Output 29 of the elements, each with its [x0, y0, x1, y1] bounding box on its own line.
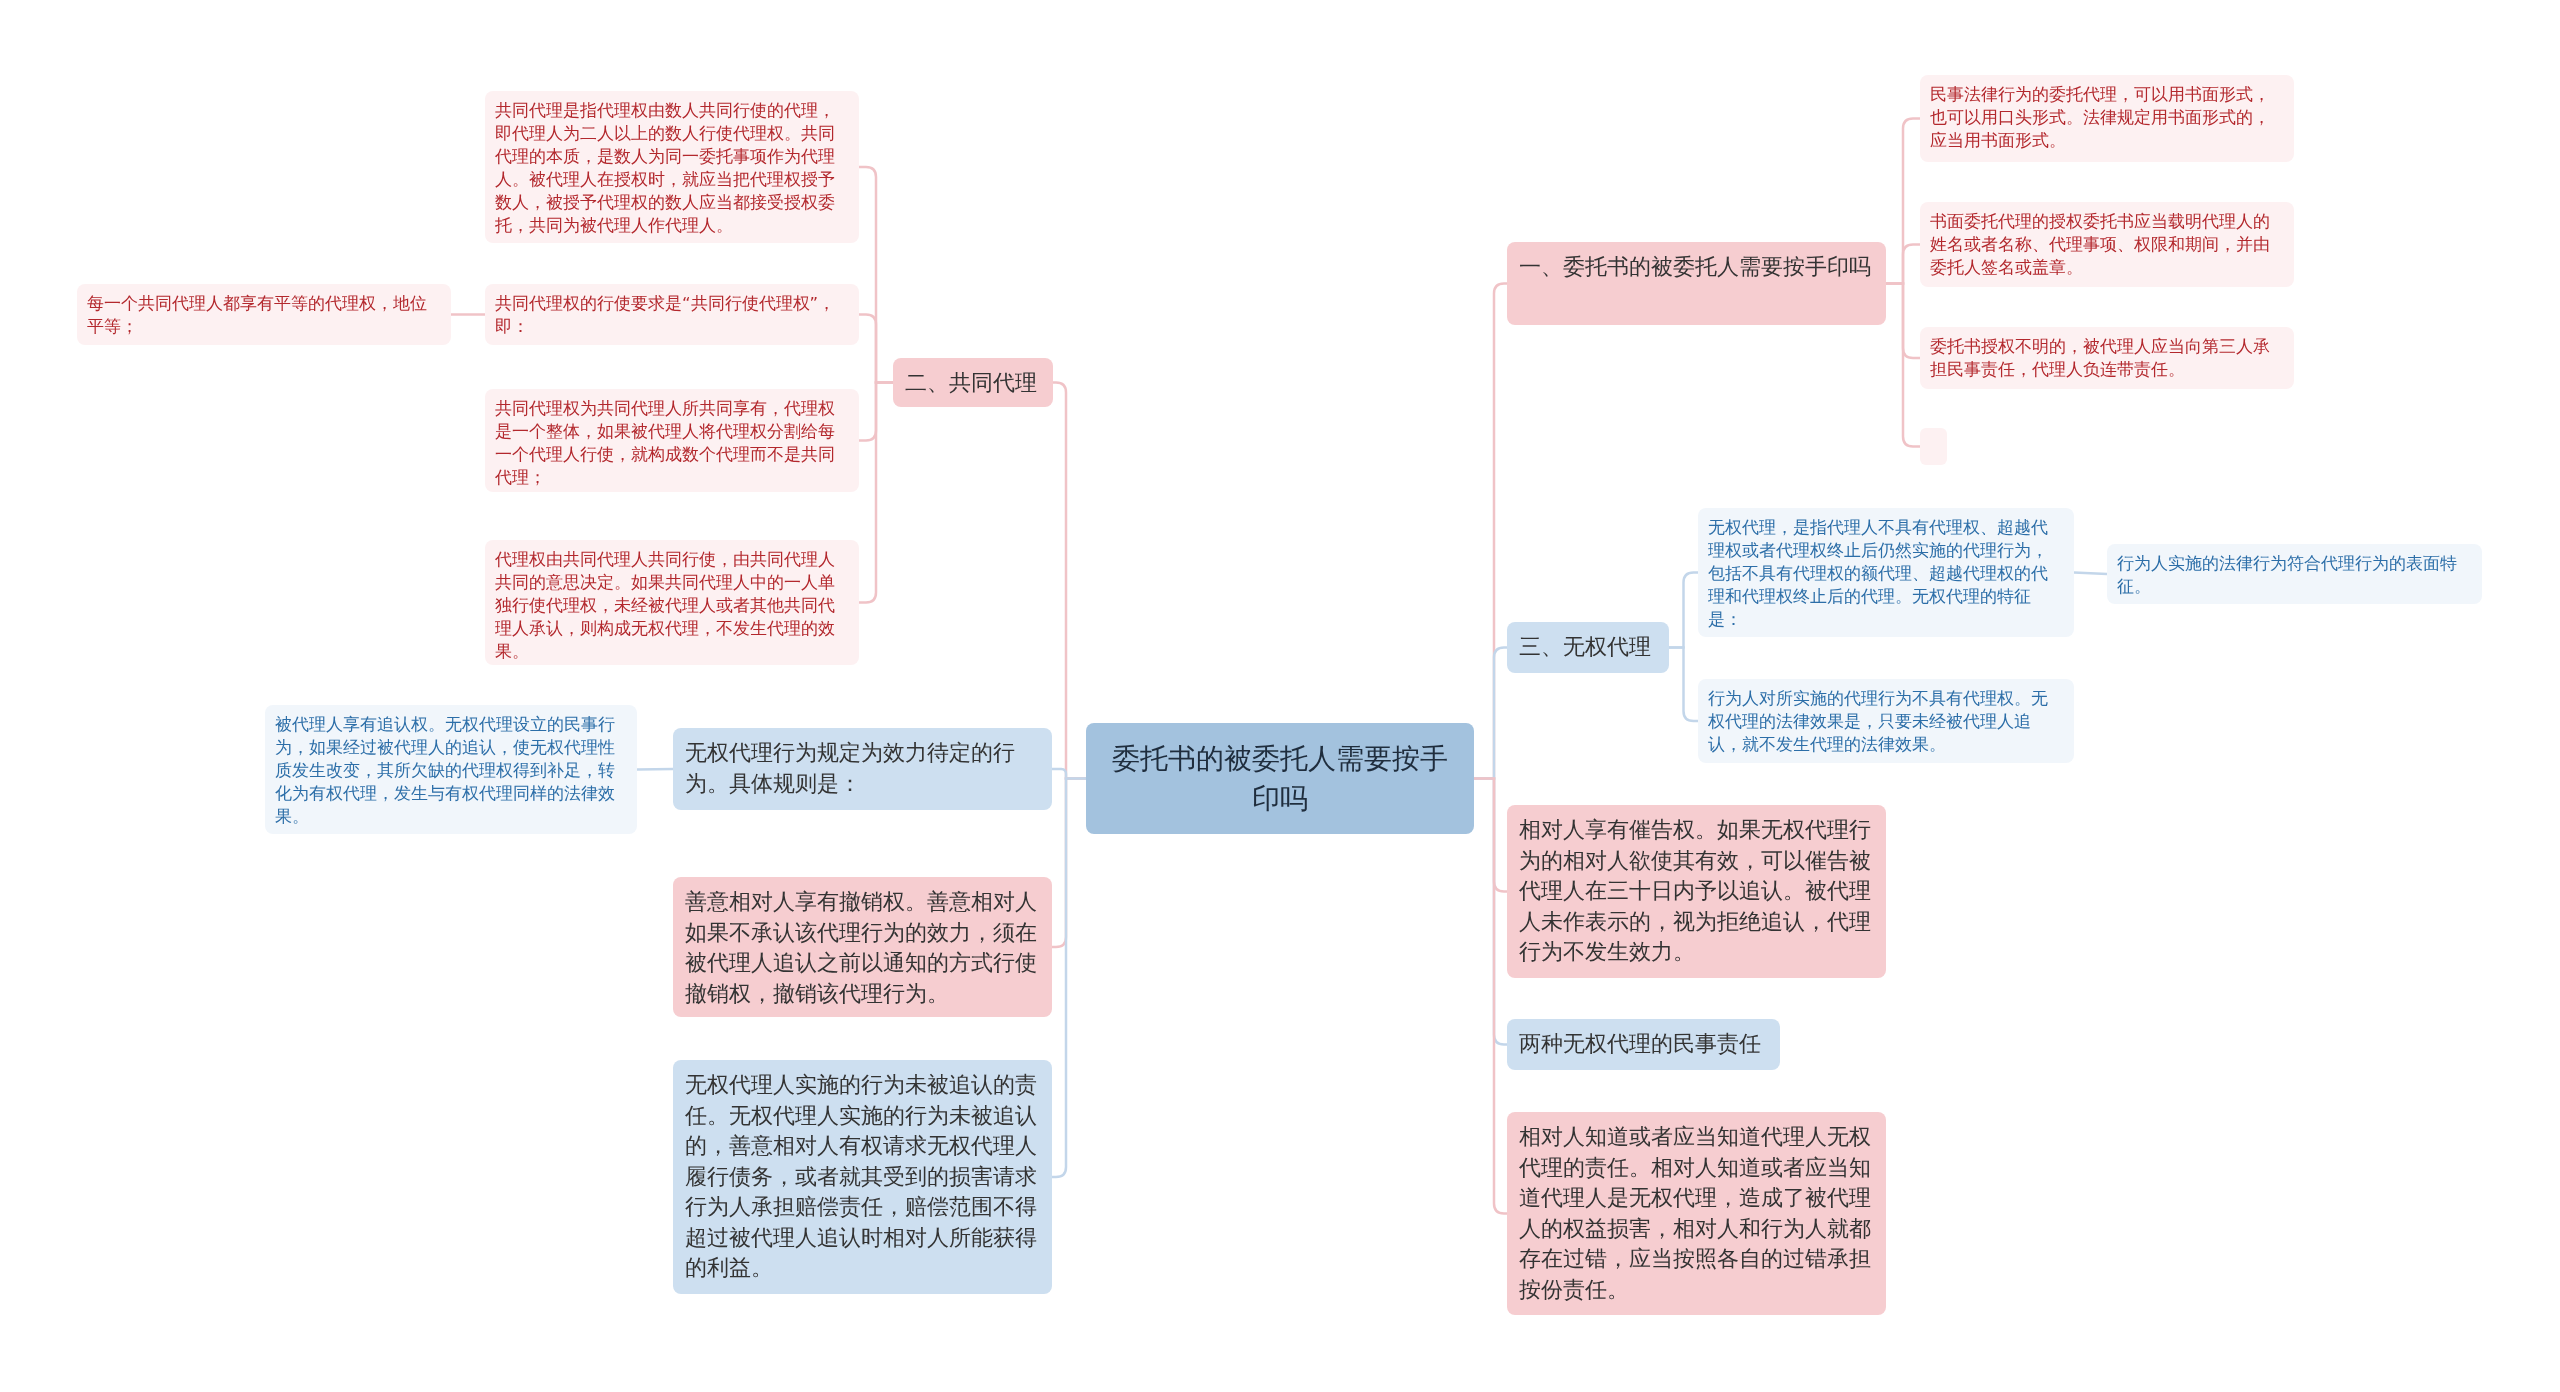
connector-line: [1474, 777, 1508, 1215]
note-box: 共同代理权为共同代理人所共同享有，代理权是一个整体，如果被代理人将代理权分割给每一个代理人行使，就构成数个代理而不是共同代理；: [485, 389, 859, 492]
note-box: 共同代理是指代理权由数人共同行使的代理，即代理人为二人以上的数人行使代理权。共同代理的本质，是数人为同一委托事项作为代理人。被代理人在授权时，就应当把代理权授予数人，被授予代理权的数人应当都接受授权委托，共同为被代理人作代理人。: [485, 91, 859, 243]
topic-box: 善意相对人享有撤销权。善意相对人如果不承认该代理行为的效力，须在被代理人追认之前以通知的方式行使撤销权，撤销该代理行为。: [673, 877, 1052, 1017]
note-box: 被代理人享有追认权。无权代理设立的民事行为，如果经过被代理人的追认，使无权代理性质发生改变，其所欠缺的代理权得到补足，转化为有权代理，发生与有权代理同样的法律效果。: [265, 705, 637, 834]
note-box: 代理权由共同代理人共同行使，由共同代理人共同的意思决定。如果共同代理人中的一人单独行使代理权，未经被代理人或者其他共同代理人承认，则构成无权代理，不发生代理的效果。: [485, 540, 859, 665]
note-box: 民事法律行为的委托代理，可以用书面形式，也可以用口头形式。法律规定用书面形式的，应当用书面形式。: [1920, 75, 2294, 162]
note-box: 共同代理权的行使要求是“共同行使代理权”，即：: [485, 284, 859, 345]
topic-box: 无权代理行为规定为效力待定的行为。具体规则是：: [673, 728, 1052, 810]
connector-line: [451, 313, 485, 316]
topic-box: 两种无权代理的民事责任: [1507, 1019, 1780, 1070]
topic-box: 相对人知道或者应当知道代理人无权代理的责任。相对人知道或者应当知道代理人是无权代理，造成了被代理人的权益损害，相对人和行为人就都存在过错，应当按照各自的过错承担按份责任。: [1507, 1112, 1886, 1315]
empty-box: [1920, 428, 1947, 465]
connector-line: [637, 767, 673, 771]
note-box: 每一个共同代理人都享有平等的代理权，地位平等；: [77, 284, 451, 345]
note-box: 行为人实施的法律行为符合代理行为的表面特征。: [2107, 544, 2482, 604]
connector-line: [1052, 777, 1086, 1179]
topic-box: 二、共同代理: [893, 358, 1053, 407]
note-box: 无权代理，是指代理人不具有代理权、超越代理权或者代理权终止后仍然实施的代理行为，包括不具有代理权的额代理、超越代理权的代理和代理权终止后的代理。无权代理的特征是：: [1698, 508, 2074, 637]
note-box: 委托书授权不明的，被代理人应当向第三人承担民事责任，代理人负连带责任。: [1920, 327, 2294, 389]
connector-line: [2073, 571, 2108, 576]
root-topic-box: 委托书的被委托人需要按手印吗: [1086, 723, 1474, 834]
connector-line: [1669, 646, 1698, 723]
topic-box: 无权代理人实施的行为未被追认的责任。无权代理人实施的行为未被追认的，善意相对人有权请求无权代理人履行债务，或者就其受到的损害请求行为人承担赔偿责任，赔偿范围不得超过被代理人追认时相对人所能获得的利益。: [673, 1060, 1052, 1294]
note-box: 行为人对所实施的代理行为不具有代理权。无权代理的法律效果是，只要未经被代理人追认，就不发生代理的法律效果。: [1698, 679, 2074, 763]
topic-box: 一、委托书的被委托人需要按手印吗: [1507, 242, 1886, 325]
topic-box: 三、无权代理: [1507, 622, 1669, 673]
note-box: 书面委托代理的授权委托书应当载明代理人的姓名或者名称、代理事项、权限和期间，并由委托人签名或盖章。: [1920, 202, 2294, 287]
topic-box: 相对人享有催告权。如果无权代理行为的相对人欲使其有效，可以催告被代理人在三十日内予以追认。被代理人未作表示的，视为拒绝追认，代理行为不发生效力。: [1507, 805, 1886, 978]
